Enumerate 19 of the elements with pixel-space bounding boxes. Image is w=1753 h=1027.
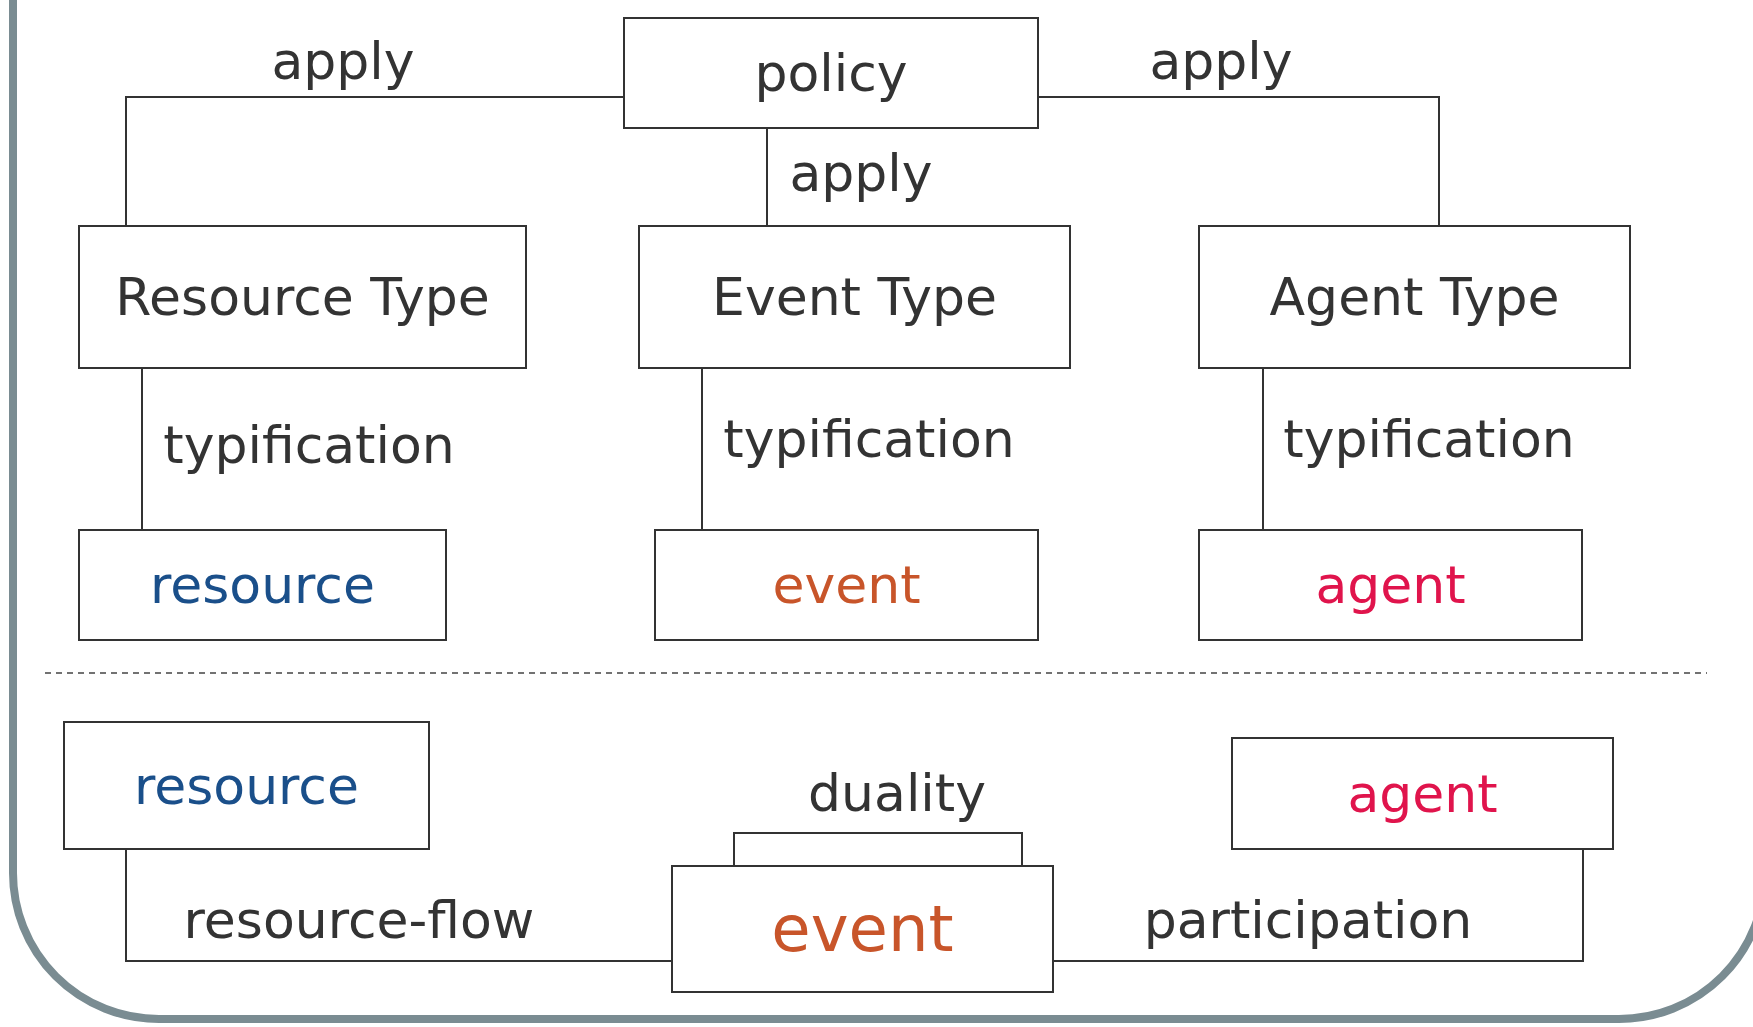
connector-line [766, 128, 768, 226]
connector-line [125, 849, 672, 962]
connector-line [141, 368, 143, 530]
connector-line [1038, 96, 1440, 226]
concept-box: Event Type [638, 225, 1071, 369]
connector-line [1053, 849, 1584, 962]
concept-box: resource [63, 721, 430, 850]
concept-box: Agent Type [1198, 225, 1631, 369]
concept-box: agent [1198, 529, 1583, 641]
connector-line [701, 368, 703, 530]
connector-line [125, 96, 624, 226]
connector-line [733, 832, 1023, 866]
concept-box: event [654, 529, 1039, 641]
concept-box: agent [1231, 737, 1614, 850]
concept-box: resource [78, 529, 447, 641]
concept-box: event [671, 865, 1054, 993]
connector-line [1262, 368, 1264, 530]
concept-box: Resource Type [78, 225, 527, 369]
concept-box: policy [623, 17, 1039, 129]
